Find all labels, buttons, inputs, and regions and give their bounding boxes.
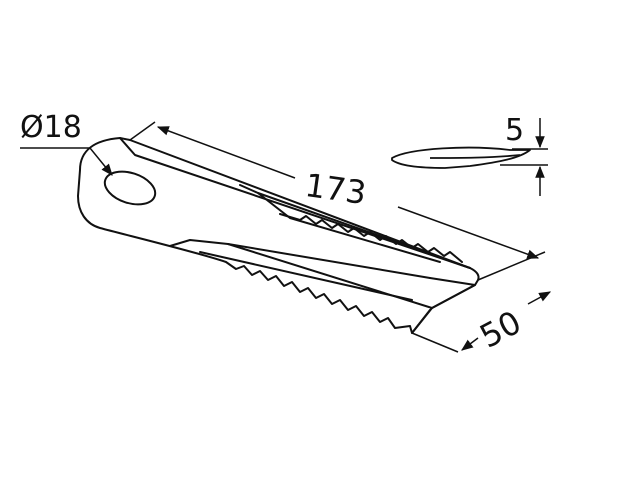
width-dimension-line-b [527,291,552,305]
diameter-label: Ø18 [20,110,82,145]
mounting-hole [103,170,157,206]
diameter-leader-line [20,147,113,176]
thickness-label: 5 [505,113,524,148]
thickness-cross-section [391,146,531,169]
length-dimension-line-a [156,126,296,179]
width-extension-bottom [411,332,459,353]
width-label: 50 [474,303,528,356]
lower-bevel-inner [199,251,413,301]
lower-bevel-groove [169,239,431,279]
thickness-section-inner [429,154,521,159]
upper-serrations [279,213,463,263]
width-dimension-line-a [461,337,479,351]
length-extension-left [129,121,156,141]
length-dimension-line-b [397,206,540,259]
blade-end-face [411,277,476,334]
length-label: 173 [303,166,369,212]
